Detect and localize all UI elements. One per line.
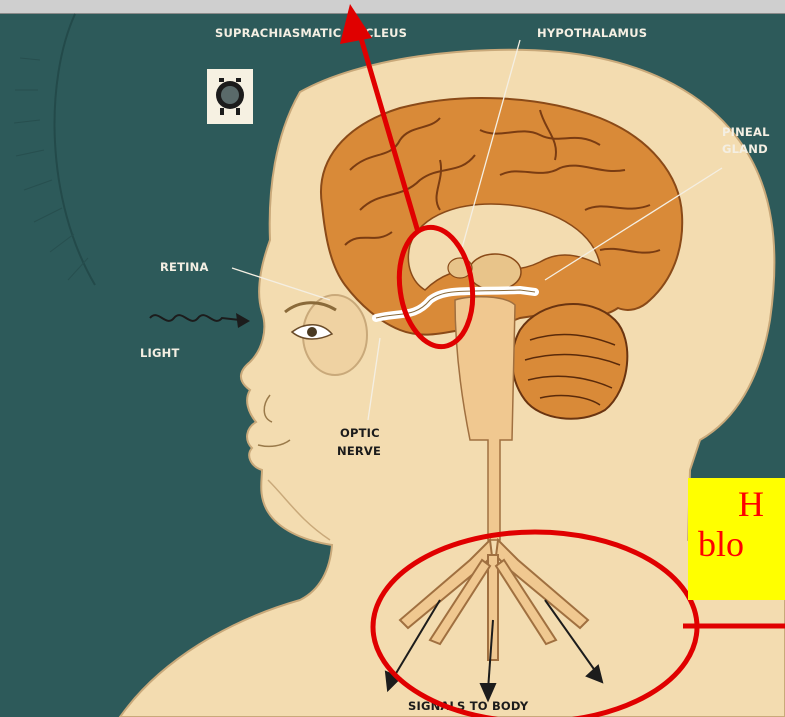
label-hypothalamus: HYPOTHALAMUS [537, 26, 647, 40]
label-signals: SIGNALS TO BODY [408, 699, 529, 713]
label-optic-line2: NERVE [337, 444, 381, 458]
label-pineal-line2: GLAND [722, 142, 768, 156]
label-retina: RETINA [160, 260, 209, 274]
callout-line2: blo [688, 524, 785, 564]
label-optic-line1: OPTIC [340, 426, 380, 440]
label-suprachiasmatic: SUPRACHIASMATIC NUCLEUS [215, 26, 407, 40]
alarm-clock-icon [207, 69, 253, 124]
callout-line1: H [688, 478, 785, 524]
label-pineal-line1: PINEAL [722, 125, 770, 139]
label-light: LIGHT [140, 346, 180, 360]
callout-box: H blo [688, 478, 785, 600]
